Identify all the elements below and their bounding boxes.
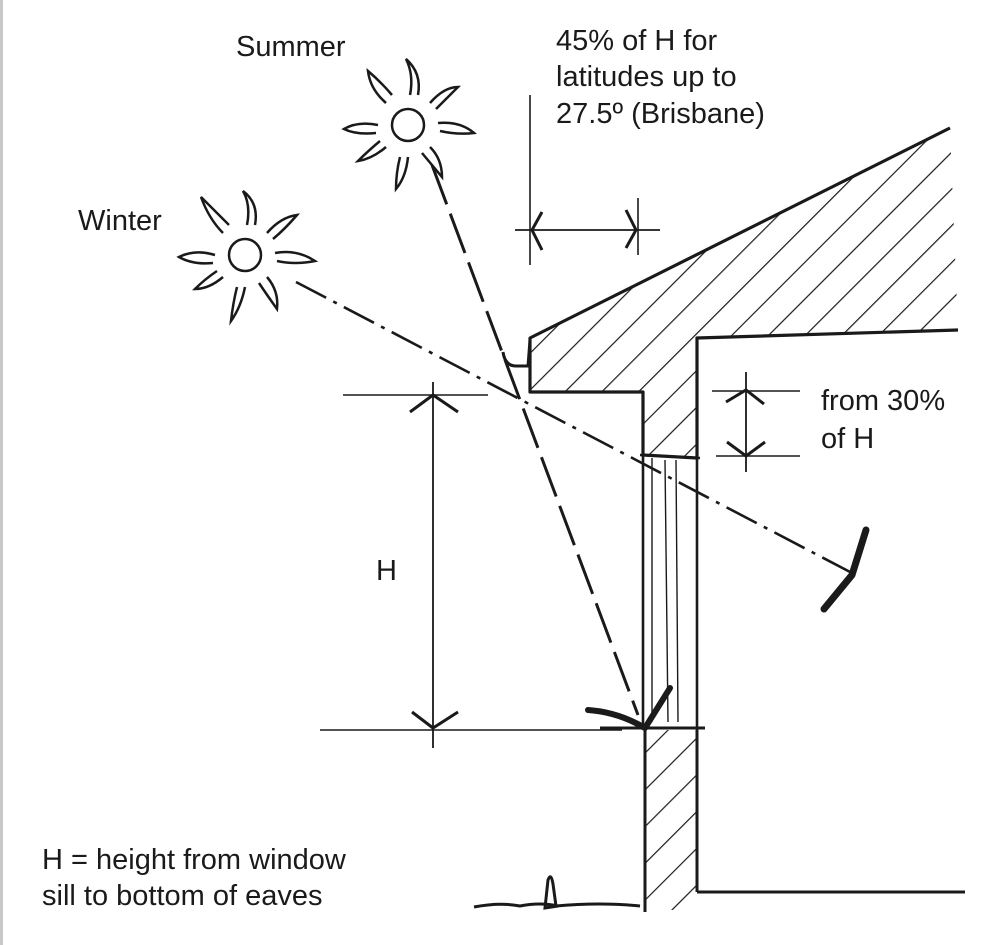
window [600, 453, 705, 730]
gap-label-line1: from 30% [821, 385, 946, 417]
winter-label: Winter [78, 205, 162, 237]
summer-label: Summer [236, 31, 346, 63]
overhang-label-line3: 27.5º (Brisbane) [556, 98, 765, 130]
definition-line2: sill to bottom of eaves [42, 880, 323, 912]
gap-dimension [712, 372, 800, 472]
height-label: H [376, 555, 397, 587]
overhang-dimension [515, 95, 660, 265]
height-dimension [320, 382, 622, 748]
ground-line [473, 875, 641, 910]
overhang-label-line2: latitudes up to [556, 61, 737, 93]
winter-sun-icon [176, 190, 319, 326]
summer-sun-icon [341, 58, 477, 193]
definition-line1: H = height from window [42, 844, 346, 876]
roof-eave [501, 126, 959, 460]
frame-edge [0, 0, 3, 945]
overhang-label-line1: 45% of H for [556, 25, 718, 57]
winter-sun-ray [295, 280, 870, 613]
gap-label-line2: of H [821, 423, 875, 455]
wall-below-sill [643, 730, 965, 912]
summer-sun-ray [430, 164, 673, 731]
